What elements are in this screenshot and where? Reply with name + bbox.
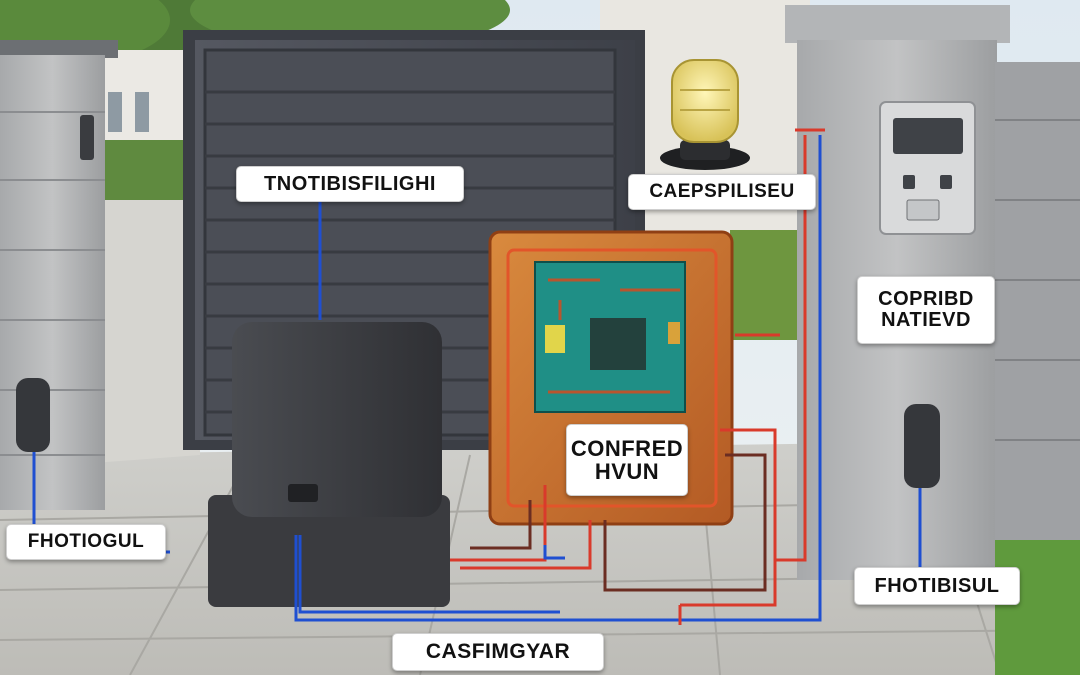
gate-motor-icon	[208, 322, 450, 607]
label-right-sensor: FHOTIBISUL	[854, 567, 1020, 605]
beacon-lamp-icon	[660, 59, 750, 170]
label-control-line1: CONFRED	[570, 435, 684, 461]
keypad-icon	[879, 101, 976, 235]
label-control-line2: HVUN	[594, 459, 660, 484]
label-right-sensor-text: FHOTIBISUL	[874, 574, 1000, 597]
label-top-left: TNOTIBISFILIGHI	[236, 166, 464, 202]
label-beacon: CAEPSPILISEU	[628, 174, 816, 210]
label-right-panel-line1: COPRIBD	[878, 288, 974, 310]
label-beacon-text: CAEPSPILISEU	[649, 181, 795, 203]
label-bottom: CASFIMGYAR	[392, 633, 604, 671]
label-bottom-text: CASFIMGYAR	[425, 639, 571, 663]
label-right-panel-line2: NATIEVD	[881, 309, 971, 331]
label-top-left-text: TNOTIBISFILIGHI	[264, 172, 436, 195]
label-left-sensor-text: FHOTIOGUL	[27, 531, 145, 553]
label-control: CONFRED HVUN	[566, 424, 688, 496]
label-right-panel: COPRIBD NATIEVD	[857, 276, 995, 344]
photocell-sensor-icon	[16, 378, 940, 488]
label-left-sensor: FHOTIOGUL	[6, 524, 166, 560]
